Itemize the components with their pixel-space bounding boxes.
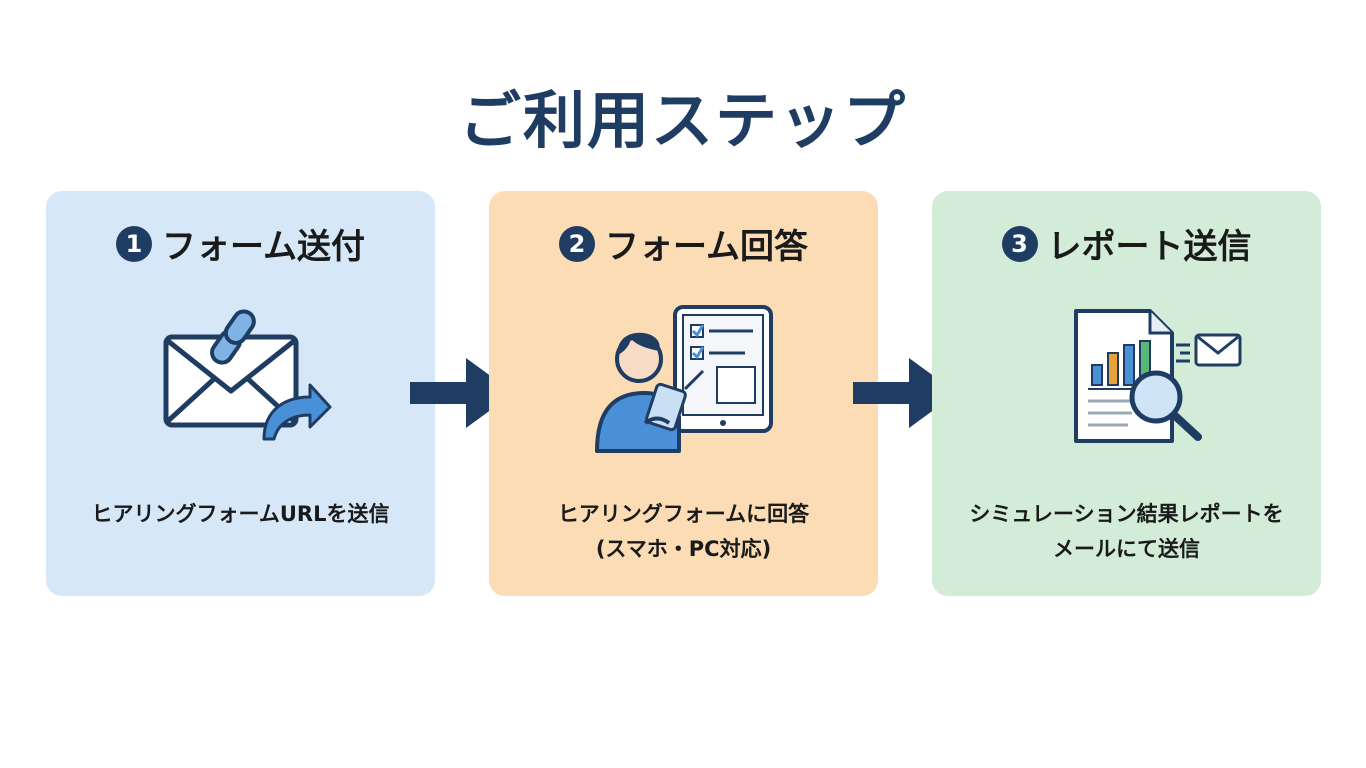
step-title-1: フォーム送付 [162,227,365,267]
step-description-2-line-1: ヒアリングフォームに回答 [557,502,810,526]
step-number-badge-3: 3 [1001,225,1038,262]
step-card-1: 1 フォーム送付 ヒアリングフォームURLを送信 [46,191,435,596]
report-magnifier-mail-icon [1074,309,1242,443]
step-header-1: 1 フォーム送付 [46,219,435,268]
step-number-badge-2: 2 [559,225,595,262]
step-card-3: 3 レポート送信 シミュレーション結果レポートを メールにて送信 [932,191,1321,596]
person-tablet-checklist-icon [595,305,773,453]
step-card-2: 2 フォーム回答 ヒアリングフォームに回答 (スマホ・PC対応) [489,191,878,596]
step-header-2: 2 フォーム回答 [489,219,878,268]
step-description-3-line-1: シミュレーション結果レポートを [969,502,1284,526]
step-header-3: 3 レポート送信 [932,219,1321,268]
step-title-2: フォーム回答 [605,227,808,267]
email-link-send-icon [163,309,332,441]
page-title: ご利用ステップ [458,84,907,157]
step-description-3-line-2: メールにて送信 [1053,537,1200,561]
step-description-1: ヒアリングフォームURLを送信 [56,497,425,532]
step-description-2-line-2: (スマホ・PC対応) [595,537,772,561]
step-description-3: シミュレーション結果レポートを メールにて送信 [942,497,1311,567]
step-number-badge-1: 1 [116,225,152,262]
step-description-2: ヒアリングフォームに回答 (スマホ・PC対応) [499,497,868,567]
step-title-3: レポート送信 [1047,227,1252,267]
step-description-1-line-1: ヒアリングフォームURLを送信 [91,502,390,526]
